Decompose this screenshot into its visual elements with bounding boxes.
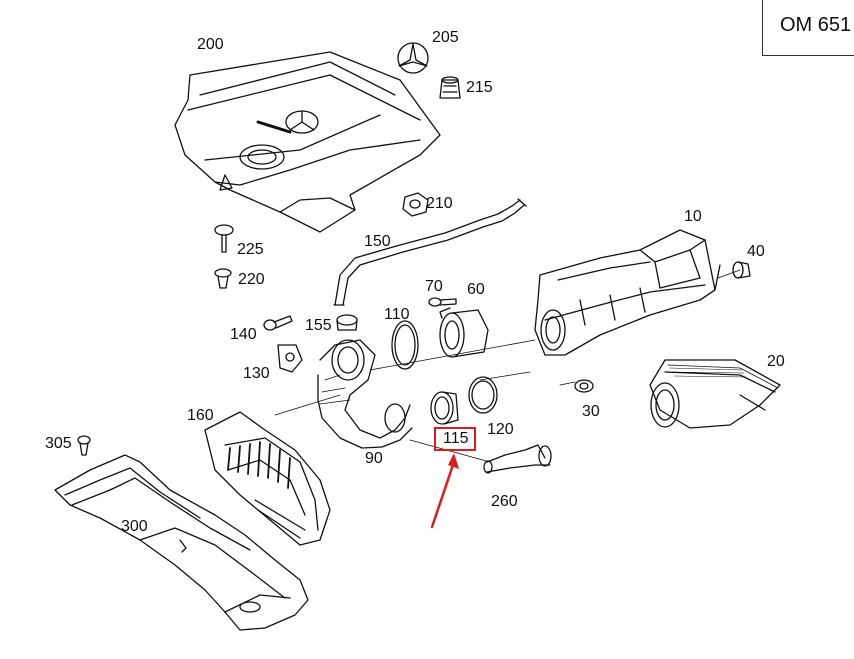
- part-label-130: 130: [243, 365, 270, 382]
- grommet-215-part: [439, 76, 461, 99]
- clip-220-part: [214, 268, 232, 289]
- engine-code: OM 651: [780, 14, 852, 36]
- part-label-200: 200: [197, 36, 224, 53]
- filter-element-20-part: [649, 359, 781, 429]
- rubber-mount-40-part: [732, 261, 751, 279]
- grommet-155-part: [336, 314, 358, 331]
- part-label-20: 20: [767, 353, 785, 370]
- intake-duct-160-part: [204, 411, 331, 546]
- part-label-205: 205: [432, 29, 459, 46]
- part-label-260: 260: [491, 493, 518, 510]
- part-label-160: 160: [187, 407, 214, 424]
- part-label-225: 225: [237, 241, 264, 258]
- part-label-70: 70: [425, 278, 443, 295]
- part-label-90: 90: [365, 450, 383, 467]
- air-filter-housing-10-part: [534, 229, 721, 356]
- leader-lines: [274, 269, 741, 463]
- part-label-305: 305: [45, 435, 72, 452]
- engine-code-box: [762, 0, 854, 56]
- intake-pipe-90-part: [317, 339, 413, 449]
- part-label-210: 210: [426, 195, 453, 212]
- nut-210-part: [402, 192, 429, 217]
- bracket-130-part: [277, 344, 303, 373]
- hose-clamp-110-part: [391, 320, 419, 370]
- part-label-155: 155: [305, 317, 332, 334]
- part-label-220: 220: [238, 271, 265, 288]
- star-emblem-part: [397, 42, 429, 74]
- pointer-arrow: [430, 453, 459, 529]
- part-label-300: 300: [121, 518, 148, 535]
- part-label-140: 140: [230, 326, 257, 343]
- part-label-60: 60: [467, 281, 485, 298]
- part-label-40: 40: [747, 243, 765, 260]
- part-label-120: 120: [487, 421, 514, 438]
- seal-ring-115-part: [430, 391, 459, 425]
- expanding-rivet-305-part: [77, 435, 91, 456]
- bolt-140-part: [263, 315, 293, 331]
- bushing-30-part: [574, 379, 594, 393]
- flow-sensor-60-part: [439, 307, 489, 358]
- cowl-panel-300-part: [54, 454, 309, 631]
- elbow-hose-260-part: [483, 444, 552, 474]
- part-label-10: 10: [684, 208, 702, 225]
- highlight-frame: [434, 427, 476, 451]
- part-label-150: 150: [364, 233, 391, 250]
- vent-hose-150-part: [333, 198, 527, 306]
- engine-cover-part: [174, 51, 441, 233]
- pin-225-part: [214, 224, 234, 253]
- part-label-215: 215: [466, 79, 493, 96]
- clamp-120-part: [468, 376, 498, 414]
- part-label-30: 30: [582, 403, 600, 420]
- part-label-110: 110: [384, 306, 410, 323]
- part-label-115: 115: [443, 430, 469, 447]
- screw-70-part: [428, 297, 457, 307]
